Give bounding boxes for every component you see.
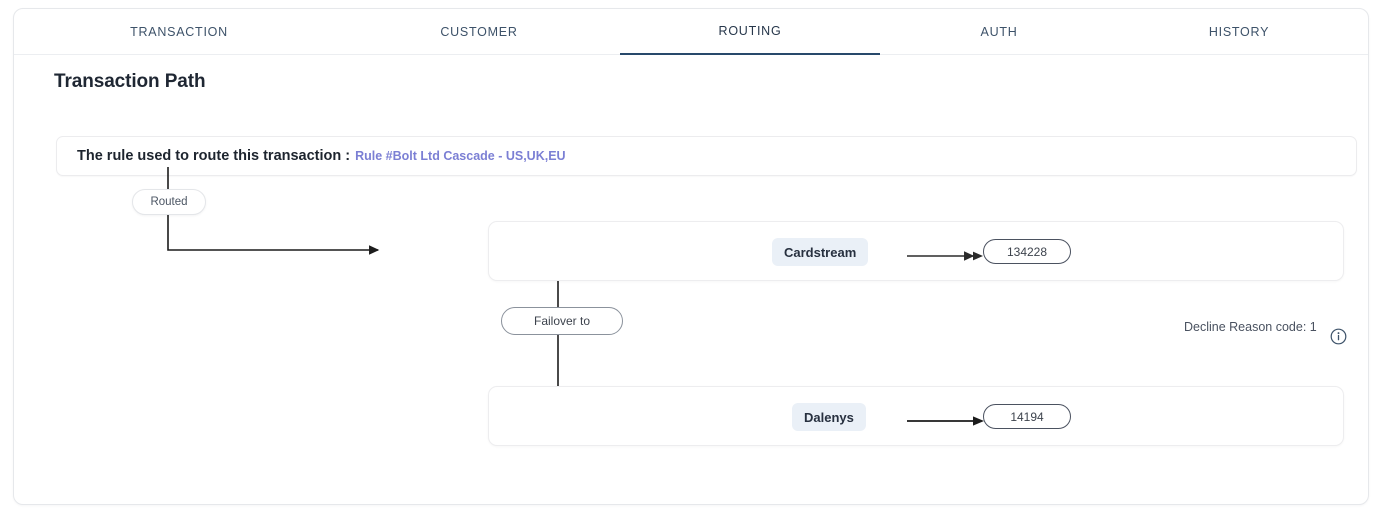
- provider-badge-dalenys[interactable]: Dalenys: [792, 403, 866, 431]
- tab-routing-label: ROUTING: [718, 24, 782, 38]
- flow-pill-failover-label: Failover to: [533, 314, 591, 328]
- tab-transaction-label: TRANSACTION: [130, 25, 228, 39]
- tab-history-label: HISTORY: [1208, 25, 1270, 39]
- transaction-detail-card: TRANSACTION CUSTOMER ROUTING AUTH HISTOR…: [13, 8, 1369, 505]
- provider-card-cardstream: Cardstream 134228: [488, 221, 1344, 281]
- response-code-dalenys-value: 14194: [1010, 409, 1044, 424]
- page-title: Transaction Path: [54, 71, 206, 92]
- tab-customer[interactable]: CUSTOMER: [354, 9, 604, 55]
- decline-reason-block: Decline Reason code: 1: [1184, 319, 1359, 345]
- tab-auth[interactable]: AUTH: [909, 9, 1089, 55]
- routing-rule-banner: The rule used to route this transaction …: [56, 136, 1357, 176]
- tab-transaction[interactable]: TRANSACTION: [54, 9, 304, 55]
- provider-badge-cardstream-label: Cardstream: [784, 244, 857, 260]
- info-circle-icon[interactable]: [1330, 328, 1347, 345]
- provider-badge-dalenys-label: Dalenys: [804, 409, 854, 425]
- detail-tabbar: TRANSACTION CUSTOMER ROUTING AUTH HISTOR…: [14, 9, 1368, 55]
- tab-customer-label: CUSTOMER: [440, 25, 518, 39]
- flow-pill-failover: Failover to: [501, 307, 623, 335]
- provider-card-dalenys: Dalenys 14194: [488, 386, 1344, 446]
- arrow-dalenys-to-code: [907, 416, 984, 426]
- provider-badge-cardstream[interactable]: Cardstream: [772, 238, 869, 266]
- arrow-cardstream-to-code: [907, 251, 983, 261]
- response-code-cardstream-value: 134228: [1006, 244, 1048, 259]
- response-code-pill-cardstream[interactable]: 134228: [983, 239, 1071, 264]
- tab-routing[interactable]: ROUTING: [620, 9, 880, 55]
- connector-routed-to-card: [167, 211, 380, 255]
- flow-pill-routed-label: Routed: [150, 196, 188, 208]
- tab-auth-label: AUTH: [980, 25, 1018, 39]
- tab-history[interactable]: HISTORY: [1139, 9, 1339, 55]
- routing-rule-label: The rule used to route this transaction …: [77, 148, 351, 164]
- response-code-pill-dalenys[interactable]: 14194: [983, 404, 1071, 429]
- decline-reason-text: Decline Reason code: 1: [1184, 320, 1317, 334]
- flow-pill-routed: Routed: [132, 189, 206, 215]
- routing-rule-link[interactable]: Rule #Bolt Ltd Cascade - US,UK,EU: [355, 149, 566, 163]
